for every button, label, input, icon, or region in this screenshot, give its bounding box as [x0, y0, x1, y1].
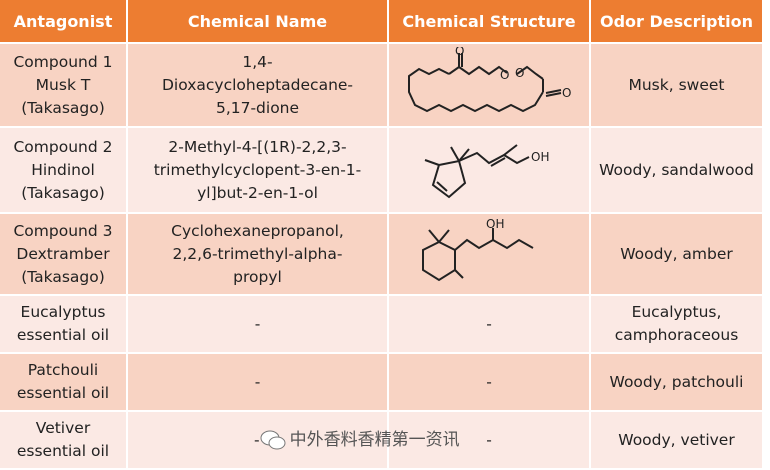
table-row: Eucalyptus essential oil - - Eucalyptus, … [0, 295, 764, 354]
antagonist-cell: Compound 1 Musk T (Takasago) [0, 43, 128, 128]
table-row: Patchouli essential oil - - Woody, patcho… [0, 353, 764, 412]
odor-cell: Musk, sweet [590, 43, 764, 128]
antagonist-cell: Eucalyptus essential oil [0, 295, 128, 354]
antagonist-line: Compound 2 [13, 137, 113, 156]
name-line: trimethylcyclopent-3-en-1- [153, 160, 362, 179]
name-line: yl]but-2-en-1-ol [197, 183, 318, 202]
antagonist-cell: Compound 3 Dextramber (Takasago) [0, 213, 128, 296]
name-line: propyl [233, 267, 282, 286]
chemical-name-cell: - [127, 353, 389, 412]
hydroxyl-label: OH [486, 218, 504, 231]
name-line: 2-Methyl-4-[(1R)-2,2,3- [168, 137, 347, 156]
structure-cell: OH [388, 213, 591, 296]
structure-cell: - [388, 295, 591, 354]
antagonist-line: (Takasago) [21, 267, 105, 286]
odor-cell: Woody, sandalwood [590, 127, 764, 214]
name-line: 2,2,6-trimethyl-alpha- [172, 244, 343, 263]
structure-cell: - [388, 353, 591, 412]
name-line: Dioxacycloheptadecane- [161, 75, 354, 94]
name-line: - [254, 430, 260, 449]
table-row: Compound 2 Hindinol (Takasago) 2-Methyl-4-… [0, 127, 764, 214]
odor-cell: Woody, patchouli [590, 353, 764, 412]
table-row: Compound 1 Musk T (Takasago) 1,4- Dioxacycl… [0, 43, 764, 128]
chemical-name-cell: 2-Methyl-4-[(1R)-2,2,3- trimethylcyclopen… [127, 127, 389, 214]
oxygen-label: O [515, 66, 524, 80]
name-line: 1,4- [242, 52, 273, 71]
antagonist-line: Hindinol [31, 160, 95, 179]
dextramber-structure: OH [422, 218, 534, 282]
antagonist-line: Compound 1 [13, 52, 113, 71]
antagonist-line: essential oil [16, 384, 110, 402]
chemical-name-cell: - 中外香料香精第一资讯 [127, 411, 460, 470]
structure-cell: - [388, 411, 591, 470]
hydroxyl-label: OH [531, 150, 549, 164]
wechat-icon [260, 430, 286, 450]
chemical-name-cell: 1,4- Dioxacycloheptadecane- 5,17-dione [127, 43, 389, 128]
oxygen-label: O [455, 47, 464, 58]
musk-t-structure: O O O O [408, 47, 571, 113]
antagonist-line: Vetiver [35, 419, 91, 437]
antagonist-line: Patchouli [27, 361, 99, 379]
structure-cell: OH [388, 127, 591, 214]
watermark: 中外香料香精第一资讯 [260, 429, 460, 452]
name-line: Cyclohexanepropanol, [171, 221, 344, 240]
structure-cell: O O O O [388, 43, 591, 128]
antagonist-line: (Takasago) [21, 98, 105, 117]
name-and-watermark: - 中外香料香精第一资讯 [134, 429, 460, 452]
antagonist-line: essential oil [16, 442, 110, 460]
header-chemical-structure: Chemical Structure [388, 0, 591, 44]
name-line: 5,17-dione [215, 98, 300, 117]
antagonist-cell: Compound 2 Hindinol (Takasago) [0, 127, 128, 214]
odor-cell: Eucalyptus, camphoraceous [590, 295, 764, 354]
antagonist-line: (Takasago) [21, 183, 105, 202]
table-row: Vetiver essential oil - 中外香料香精第一资讯 - Wood… [0, 411, 764, 470]
header-chemical-name: Chemical Name [127, 0, 389, 44]
table-row: Compound 3 Dextramber (Takasago) Cyclohexa… [0, 213, 764, 296]
header-odor-description: Odor Description [590, 0, 764, 44]
odor-text: Woody, amber [620, 244, 733, 263]
odor-cell: Woody, vetiver [590, 411, 764, 470]
chemical-name-cell: Cyclohexanepropanol, 2,2,6-trimethyl-alph… [127, 213, 389, 296]
odor-cell: Woody, amber [590, 213, 764, 296]
antagonist-line: Eucalyptus [20, 303, 106, 321]
antagonist-line: Compound 3 [13, 221, 113, 240]
header-row: Antagonist Chemical Name Chemical Struct… [0, 0, 764, 44]
hindinol-structure: OH [424, 144, 549, 199]
antagonist-line: Dextramber [16, 244, 110, 263]
chemical-name-cell: - [127, 295, 389, 354]
oxygen-label: O [562, 86, 571, 100]
antagonist-cell: Vetiver essential oil [0, 411, 128, 470]
oxygen-label: O [500, 68, 509, 82]
watermark-text: 中外香料香精第一资讯 [289, 429, 460, 450]
antagonist-cell: Patchouli essential oil [0, 353, 128, 412]
antagonist-line: essential oil [16, 326, 110, 344]
antagonist-line: Musk T [35, 75, 91, 94]
header-antagonist: Antagonist [0, 0, 128, 44]
